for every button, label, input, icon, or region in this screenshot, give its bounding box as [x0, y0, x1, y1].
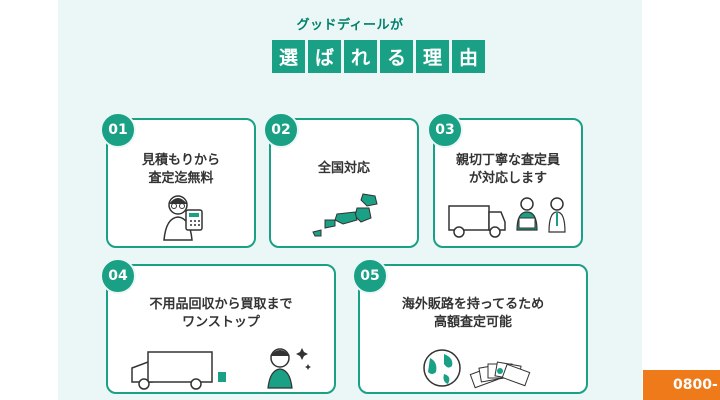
reason-card-04: 04 不用品回収から買取まで ワンストップ — [100, 258, 336, 394]
title-char: 選 — [272, 40, 305, 73]
title-char: 理 — [416, 40, 449, 73]
reason-title: 不用品回収から買取まで ワンストップ — [149, 297, 293, 330]
truck-woman-icon — [131, 348, 311, 390]
title-char: れ — [344, 40, 377, 73]
reason-number-badge: 02 — [263, 112, 299, 148]
title-char: 由 — [452, 40, 485, 73]
reason-title: 海外販路を持ってるため 高額査定可能 — [401, 297, 545, 330]
reason-card-01: 01 見積もりから 査定迄無料 — [100, 112, 256, 248]
reason-number-badge: 01 — [100, 112, 136, 148]
reason-card-05: 05 海外販路を持ってるため 高額査定可能 — [352, 258, 588, 394]
globe-cash-icon — [423, 349, 531, 389]
reason-title: 見積もりから 査定迄無料 — [141, 153, 220, 186]
appraiser-calculator-icon — [163, 195, 203, 241]
phone-number-button[interactable]: 0800- — [643, 370, 720, 400]
truck-staff-icon — [448, 197, 566, 238]
reason-title: 親切丁寧な査定員 が対応します — [455, 153, 560, 186]
title-char: ば — [308, 40, 341, 73]
reason-title: 全国対応 — [317, 161, 370, 176]
reason-card-02: 02 全国対応 — [263, 112, 419, 248]
section-eyebrow: グッドディールが — [296, 18, 404, 33]
reason-number-badge: 03 — [427, 112, 463, 148]
reason-number-badge: 05 — [352, 258, 388, 294]
reason-card-03: 03 親切丁寧な査定員 が対応します — [427, 112, 583, 248]
japan-map-icon — [312, 193, 378, 237]
reason-number-badge: 04 — [100, 258, 136, 294]
title-char: る — [380, 40, 413, 73]
section-title: 選 ば れ る 理 由 — [272, 40, 485, 74]
